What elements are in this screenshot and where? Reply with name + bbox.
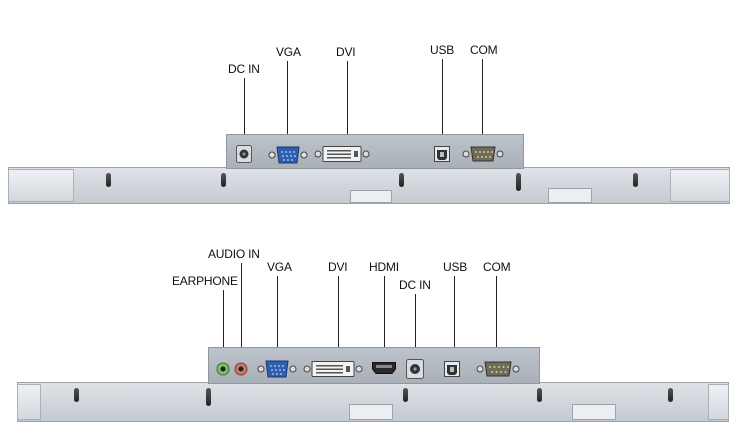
audio-in-jack-icon	[234, 362, 248, 376]
leader-line-vga	[277, 276, 278, 361]
label-hdmi: HDMI	[369, 260, 399, 274]
bottom-vent-slot-left	[349, 404, 393, 420]
com-serial-port-icon	[476, 361, 520, 377]
leader-line-usb	[454, 276, 455, 361]
label-com: COM	[483, 260, 511, 274]
leader-line-dvi	[338, 276, 339, 361]
label-dc-in: DC IN	[399, 278, 431, 292]
screw-icon	[537, 388, 542, 402]
label-com: COM	[470, 43, 498, 57]
bottom-vent-slot-right	[572, 404, 616, 420]
com-serial-port-icon	[462, 146, 504, 162]
screw-icon	[206, 388, 211, 406]
label-earphone: EARPHONE	[172, 274, 238, 288]
vga-port-icon	[257, 360, 297, 378]
leader-line-audio-in	[241, 263, 242, 363]
screw-icon	[106, 173, 111, 187]
label-dc-in: DC IN	[228, 62, 260, 76]
dvi-port-icon	[303, 361, 363, 377]
label-usb: USB	[443, 260, 468, 274]
top-left-end-cap	[8, 169, 74, 202]
top-vent-slot-left	[350, 190, 392, 203]
label-dvi: DVI	[336, 45, 356, 59]
screw-icon	[668, 388, 673, 402]
hdmi-port-icon	[372, 362, 396, 374]
vga-port-icon	[268, 146, 308, 164]
leader-line-hdmi	[384, 276, 385, 361]
screw-icon	[221, 173, 226, 187]
leader-line-vga	[287, 61, 288, 145]
dc-in-port-icon	[406, 359, 424, 379]
label-vga: VGA	[276, 45, 301, 59]
leader-line-dc-in	[244, 78, 245, 144]
usb-b-port-icon	[434, 146, 450, 162]
screw-icon	[633, 173, 638, 187]
usb-b-port-icon	[444, 361, 460, 377]
leader-line-dc-in	[415, 294, 416, 361]
top-vent-slot-right	[548, 188, 592, 203]
screw-icon	[74, 388, 79, 402]
top-right-end-cap	[670, 169, 730, 202]
label-vga: VGA	[267, 260, 292, 274]
screw-icon	[516, 173, 521, 191]
label-usb: USB	[430, 43, 455, 57]
dc-in-port-icon	[236, 145, 252, 163]
label-audio-in: AUDIO IN	[208, 247, 260, 261]
leader-line-earphone	[223, 290, 224, 363]
leader-line-com	[496, 276, 497, 361]
bottom-right-end-cap	[708, 384, 729, 420]
leader-line-dvi	[347, 61, 348, 145]
dvi-port-icon	[314, 146, 370, 162]
leader-line-com	[482, 59, 483, 145]
leader-line-usb	[442, 59, 443, 145]
label-dvi: DVI	[328, 260, 348, 274]
bottom-left-end-cap	[17, 384, 41, 420]
earphone-jack-icon	[216, 362, 230, 376]
screw-icon	[399, 173, 404, 187]
screw-icon	[403, 388, 408, 402]
